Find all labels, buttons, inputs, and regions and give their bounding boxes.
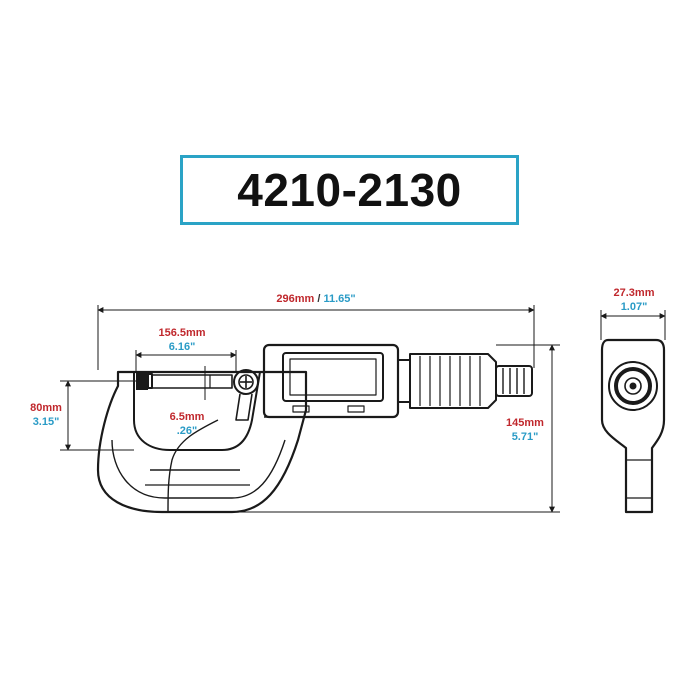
thimble-end-outer bbox=[608, 361, 658, 411]
spindle-diameter-mm: 6.5mm bbox=[170, 411, 205, 423]
model-number: 4210-2130 bbox=[237, 164, 462, 216]
frame-outline bbox=[96, 370, 308, 514]
micrometer-end-view bbox=[600, 338, 666, 514]
height-inch: 5.71" bbox=[512, 431, 539, 443]
frame-contour bbox=[111, 439, 286, 499]
sleeve bbox=[397, 359, 411, 403]
frame-throat bbox=[133, 371, 261, 451]
lcd-housing bbox=[262, 343, 400, 419]
cable bbox=[167, 419, 219, 513]
spindle bbox=[151, 374, 233, 389]
model-number-box: 4210-2130 bbox=[180, 155, 519, 225]
throat-depth-mm: 80mm bbox=[30, 402, 62, 414]
thimble bbox=[409, 353, 497, 409]
spindle-diameter-inch: .26" bbox=[177, 425, 198, 437]
ratchet bbox=[495, 365, 533, 397]
lock-knob bbox=[233, 369, 259, 395]
dimension-lines bbox=[60, 305, 560, 513]
height-mm: 145mm bbox=[506, 417, 544, 429]
end-view-outline bbox=[600, 338, 666, 514]
width-mm: 27.3mm bbox=[614, 287, 655, 299]
anvil bbox=[136, 372, 148, 390]
width-inch: 1.07" bbox=[621, 301, 648, 313]
micrometer-side-view bbox=[96, 343, 533, 514]
spindle-length-mm: 156.5mm bbox=[158, 327, 205, 339]
button-right bbox=[347, 405, 365, 413]
spindle-length-inch: 6.16" bbox=[169, 341, 196, 353]
button-left bbox=[292, 405, 310, 413]
overall-length-label: 296mm / 11.65" bbox=[276, 293, 355, 305]
throat-depth-inch: 3.15" bbox=[33, 416, 60, 428]
lcd-screen bbox=[282, 352, 384, 402]
